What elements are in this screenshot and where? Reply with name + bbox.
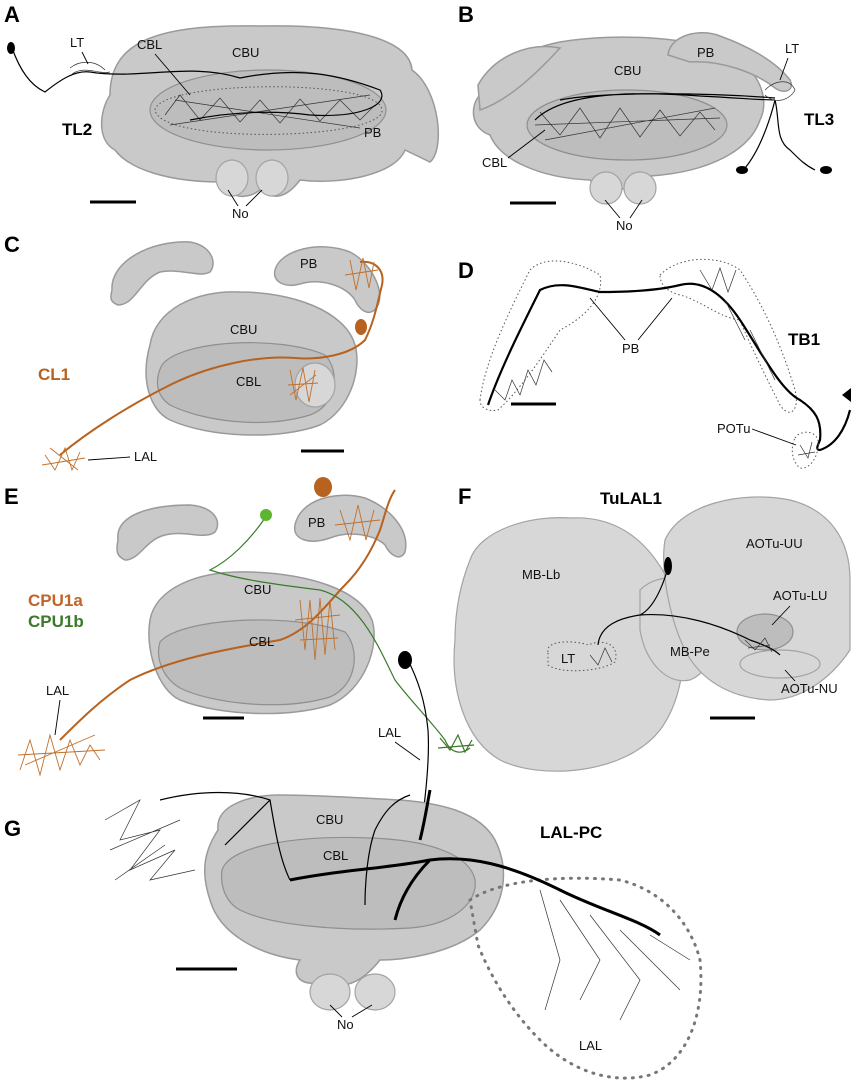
panel-e-cpu1b-soma bbox=[260, 509, 272, 521]
panel-f-aotu-lu bbox=[737, 614, 793, 650]
panel-e-pb-left bbox=[117, 505, 218, 560]
panel-d-neuron bbox=[488, 284, 850, 450]
panel-d-potu-arbor bbox=[798, 442, 815, 458]
panel-f-neuron-name: TuLAL1 bbox=[600, 489, 662, 508]
panel-d-arbors bbox=[495, 268, 775, 400]
panel-c-label-cbl: CBL bbox=[236, 374, 261, 389]
panel-a-label-lt: LT bbox=[70, 35, 84, 50]
panel-f-label-lt: LT bbox=[561, 651, 575, 666]
panel-e-name-cpu1b: CPU1b bbox=[28, 612, 84, 631]
panel-d-lead-pb bbox=[590, 298, 672, 340]
panel-b: B LT CBU PB CBL No TL3 bbox=[458, 2, 834, 233]
panel-c-soma bbox=[355, 319, 367, 335]
panel-c-neuron-name: CL1 bbox=[38, 365, 70, 384]
panel-a-label-pb: PB bbox=[364, 125, 381, 140]
panel-a-neuron-name: TL2 bbox=[62, 120, 92, 139]
panel-e-cpu1a-soma bbox=[314, 477, 332, 497]
panel-e-lead-lal-right bbox=[395, 742, 420, 760]
panel-f-label-aotu-lu: AOTu-LU bbox=[773, 588, 827, 603]
panel-c-label-pb: PB bbox=[300, 256, 317, 271]
panel-d-lead-potu bbox=[752, 429, 796, 445]
panel-e-label-cbu: CBU bbox=[244, 582, 271, 597]
panel-a-label-cbu: CBU bbox=[232, 45, 259, 60]
panel-e-label-lal-right: LAL bbox=[378, 725, 401, 740]
panel-b-label-lt: LT bbox=[785, 41, 799, 56]
panel-c-label-cbu: CBU bbox=[230, 322, 257, 337]
panel-b-soma-right bbox=[820, 166, 832, 174]
panel-b-no-left bbox=[590, 172, 622, 204]
panel-a-label-no: No bbox=[232, 206, 249, 221]
panel-a-label-cbl: CBL bbox=[137, 37, 162, 52]
panel-g-cbl bbox=[222, 837, 476, 929]
panel-b-no-right bbox=[624, 172, 656, 204]
panel-g-label-cbl: CBL bbox=[323, 848, 348, 863]
panel-c: C PB CBU CBL LAL CL1 bbox=[4, 232, 383, 470]
panel-f-letter: F bbox=[458, 484, 471, 509]
panel-e: E PB CBU CBL LAL LAL CPU1a CPU1b bbox=[4, 477, 474, 840]
panel-b-cbl bbox=[527, 90, 727, 160]
panel-a-soma bbox=[7, 42, 15, 54]
panel-g-no-right bbox=[355, 974, 395, 1010]
panel-g-letter: G bbox=[4, 816, 21, 841]
panel-e-label-cbl: CBL bbox=[249, 634, 274, 649]
panel-c-lal-arbor bbox=[42, 448, 85, 470]
panel-a-letter: A bbox=[4, 2, 20, 27]
panel-f-label-mb-pe: MB-Pe bbox=[670, 644, 710, 659]
panel-e-lead-lal-left bbox=[55, 700, 60, 735]
panel-e-letter: E bbox=[4, 484, 19, 509]
panel-b-label-cbu: CBU bbox=[614, 63, 641, 78]
panel-a: A LT CBL CBU PB No TL2 bbox=[4, 2, 438, 221]
panel-d-potu-outline bbox=[792, 432, 818, 468]
panel-d-pb-left-outline bbox=[480, 261, 601, 411]
panel-b-neuron-name: TL3 bbox=[804, 110, 834, 129]
panel-e-cpu1a-arbor-lal bbox=[18, 735, 105, 775]
panel-e-label-pb: PB bbox=[308, 515, 325, 530]
panel-d-pb-right-outline bbox=[660, 259, 796, 412]
panel-c-label-lal: LAL bbox=[134, 449, 157, 464]
panel-d-soma bbox=[842, 388, 851, 402]
panel-e-label-lal-left: LAL bbox=[46, 683, 69, 698]
panel-f-soma bbox=[664, 557, 672, 575]
panel-g-no-left bbox=[310, 974, 350, 1010]
panel-e-name-cpu1a: CPU1a bbox=[28, 591, 83, 610]
panel-d-letter: D bbox=[458, 258, 474, 283]
panel-g-label-lal: LAL bbox=[579, 1038, 602, 1053]
panel-b-soma-left bbox=[736, 166, 748, 174]
panel-b-letter: B bbox=[458, 2, 474, 27]
panel-f-label-mb-lb: MB-Lb bbox=[522, 567, 560, 582]
panel-a-no-left bbox=[216, 160, 248, 196]
panel-b-label-pb: PB bbox=[697, 45, 714, 60]
panel-d-label-pb: PB bbox=[622, 341, 639, 356]
panel-d-neuron-name: TB1 bbox=[788, 330, 820, 349]
panel-f-label-aotu-uu: AOTu-UU bbox=[746, 536, 803, 551]
panel-g: G CBU CBL No LAL LAL-PC bbox=[4, 790, 701, 1078]
panel-e-cbl bbox=[159, 620, 355, 705]
panel-d: D PB POTu TB1 bbox=[458, 258, 851, 468]
panel-b-label-no: No bbox=[616, 218, 633, 233]
panel-f: F TuLAL1 MB-Lb LT MB-Pe AOTu-UU AOTu-LU … bbox=[454, 484, 850, 771]
panel-c-lead-lal bbox=[88, 457, 130, 460]
panel-c-letter: C bbox=[4, 232, 20, 257]
panel-e-black-soma bbox=[398, 651, 412, 669]
panel-c-pb-left bbox=[111, 242, 213, 305]
panel-c-cbl-bulge bbox=[295, 363, 335, 407]
panel-g-neuron-name: LAL-PC bbox=[540, 823, 602, 842]
panel-f-label-aotu-nu: AOTu-NU bbox=[781, 681, 838, 696]
panel-g-label-cbu: CBU bbox=[316, 812, 343, 827]
panel-g-label-no: No bbox=[337, 1017, 354, 1032]
panel-d-label-potu: POTu bbox=[717, 421, 750, 436]
panel-b-label-cbl: CBL bbox=[482, 155, 507, 170]
